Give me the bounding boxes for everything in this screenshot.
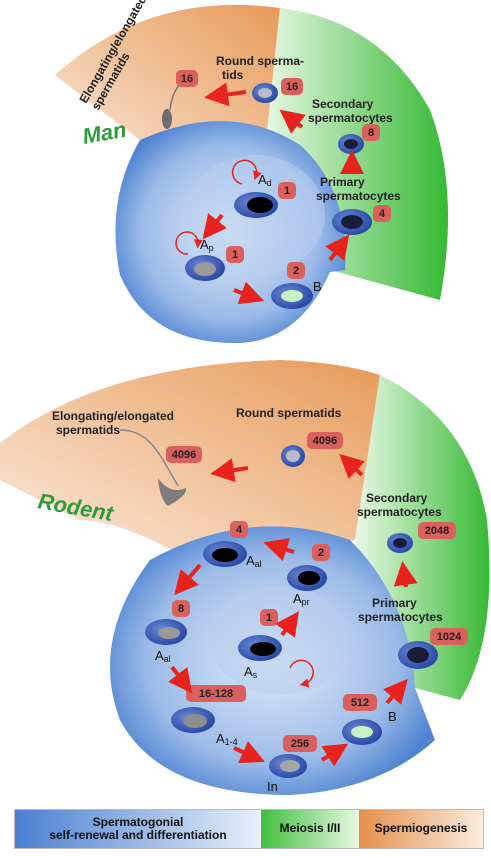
rodent-b-cell [342,719,382,745]
rodent-badge-round: 4096 [307,432,343,449]
man-secondary-label: Secondary spermatocytes [308,97,393,125]
rodent-aal-top-cell [203,541,247,567]
svg-text:4096: 4096 [172,449,196,461]
svg-text:256: 256 [291,738,309,750]
rodent-as-cell [238,635,282,661]
svg-text:16: 16 [181,73,193,85]
man-badge-elong: 16 [176,70,198,87]
rodent-round-label: Round spermatids [236,406,342,420]
legend-spermatogonial: Spermatogonial self-renewal and differen… [15,810,261,848]
man-badge-ad: 1 [278,182,296,199]
rodent-primary-label: Primary spermatocytes [358,596,443,624]
rodent-b-label: B [388,709,397,724]
man-primary-cell [332,209,372,235]
man-ad-renewal-arrow [231,159,262,185]
legend-spermiogenesis: Spermiogenesis [359,810,483,848]
man-b-cell [271,283,313,309]
rodent-secondary-label: Secondary spermatocytes [357,491,442,519]
rodent-primary-cell [398,641,438,669]
man-ap-label: Ap [200,237,214,253]
rodent-badge-primary: 1024 [430,628,468,645]
svg-text:16-128: 16-128 [199,688,233,700]
svg-text:2048: 2048 [425,525,449,537]
man-badge-round: 16 [281,78,303,95]
man-progression-arrows [202,82,364,305]
man-badge-secondary: 8 [362,124,380,141]
svg-text:16: 16 [286,81,298,93]
man-round-label: Round sperma- tids [216,54,307,82]
svg-text:2: 2 [293,265,299,277]
svg-text:4: 4 [379,208,386,220]
rodent-in-cell [269,754,307,778]
rodent-aal-left-label: Aal [155,648,171,664]
rodent-a14-cell [171,707,215,733]
man-secondary-cell [338,134,364,154]
svg-text:1: 1 [266,612,272,624]
man-badge-ap: 1 [226,246,244,263]
man-spiral: Man Elongating/elongated spermatids Roun… [55,0,448,344]
rodent-aal-left-cell [145,619,187,645]
legend-spermatogonial-line1: Spermatogonial [92,814,184,829]
svg-text:8: 8 [368,127,374,139]
man-round-spermatid-cell [252,83,278,103]
man-ad-cell [234,192,278,218]
svg-text:1: 1 [284,185,290,197]
svg-text:2: 2 [318,547,324,559]
rodent-round-spermatid-cell [281,445,305,467]
rodent-apr-label: Apr [293,591,310,607]
rodent-badge-b: 512 [343,694,377,711]
rodent-in-label: In [267,779,278,794]
rodent-badge-as: 1 [260,609,278,626]
man-b-label: B [313,279,322,294]
svg-text:1024: 1024 [437,631,462,643]
rodent-badge-elong: 4096 [166,446,202,463]
rodent-elongated-spermatid-cell [119,429,187,506]
rodent-elongating-label: Elongating/elongated spermatids [52,409,177,437]
legend-meiosis: Meiosis I/II [261,810,359,848]
svg-text:4: 4 [236,524,243,536]
man-primary-label: Primary spermatocytes [316,175,401,203]
man-ap-renewal-arrow [175,231,203,255]
man-badge-primary: 4 [373,205,391,222]
rodent-inner-core [210,585,350,695]
svg-text:8: 8 [178,603,184,615]
rodent-secondary-cell [387,533,413,553]
rodent-spiral: Rodent Elongating/elongated spermatids R… [0,360,490,795]
rodent-badge-aal4: 4 [230,521,248,538]
legend-spermatogonial-line2: self-renewal and differentiation [49,828,227,842]
rodent-aal-top-label: Aal [246,553,262,569]
man-title: Man [81,117,129,149]
rodent-a14-label: A1-4 [216,731,238,747]
rodent-as-label: As [244,664,258,680]
svg-text:1: 1 [232,249,238,261]
man-ap-cell [185,255,225,281]
rodent-badge-in: 256 [283,735,317,752]
svg-text:4096: 4096 [313,435,337,447]
rodent-badge-aal8: 8 [172,600,190,617]
rodent-progression-arrows [168,453,418,767]
rodent-as-renewal-arrow [289,659,314,688]
rodent-badge-a16: 16-128 [186,685,246,702]
rodent-apr-cell [287,565,327,591]
svg-text:512: 512 [351,697,369,709]
rodent-badge-apr: 2 [312,544,330,561]
phase-legend: Spermatogonial self-renewal and differen… [14,809,484,849]
man-ad-label: Ad [258,172,272,188]
rodent-badge-secondary: 2048 [418,522,456,539]
man-badge-b: 2 [287,262,305,279]
